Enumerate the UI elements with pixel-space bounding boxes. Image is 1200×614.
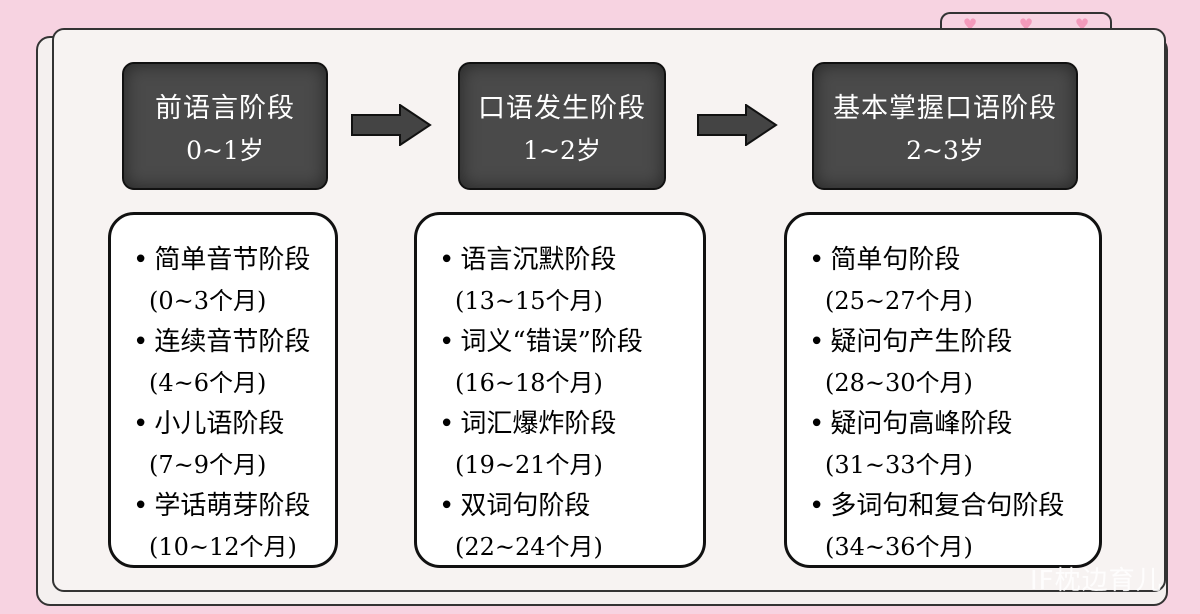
substage-label: 疑问句产生阶段: [809, 321, 1099, 363]
list-item: 语言沉默阶段 (13~15个月): [439, 239, 703, 321]
substage-label: 词义“错误”阶段: [439, 321, 703, 363]
substage-label: 学话萌芽阶段: [133, 485, 335, 527]
stage-age: 2~3岁: [906, 135, 984, 165]
watermark: IF枕边育儿: [1030, 566, 1163, 596]
substage-range: (10~12个月): [149, 533, 297, 561]
list-item: 简单句阶段 (25~27个月): [809, 239, 1099, 321]
list-item: 学话萌芽阶段 (10~12个月): [133, 485, 335, 567]
substage-range: (7~9个月): [149, 451, 267, 479]
substage-label: 简单句阶段: [809, 239, 1099, 281]
substage-range: (13~15个月): [455, 287, 603, 315]
substage-range: (16~18个月): [455, 369, 603, 397]
stage-header-3: 基本掌握口语阶段 2~3岁: [812, 62, 1078, 190]
substage-label: 语言沉默阶段: [439, 239, 703, 281]
substage-range: (19~21个月): [455, 451, 603, 479]
substage-label: 双词句阶段: [439, 485, 703, 527]
list-item: 疑问句高峰阶段 (31~33个月): [809, 403, 1099, 485]
substage-range: (31~33个月): [825, 451, 973, 479]
stage-name: 前语言阶段: [155, 92, 295, 124]
substage-range: (28~30个月): [825, 369, 973, 397]
list-item: 小儿语阶段 (7~9个月): [133, 403, 335, 485]
substage-label: 疑问句高峰阶段: [809, 403, 1099, 445]
list-item: 疑问句产生阶段 (28~30个月): [809, 321, 1099, 403]
stage-header-2: 口语发生阶段 1~2岁: [458, 62, 666, 190]
list-item: 连续音节阶段 (4~6个月): [133, 321, 335, 403]
stage-name: 口语发生阶段: [478, 92, 646, 124]
stage-name: 基本掌握口语阶段: [833, 92, 1057, 124]
substage-range: (25~27个月): [825, 287, 973, 315]
substage-range: (0~3个月): [149, 287, 267, 315]
list-item: 简单音节阶段 (0~3个月): [133, 239, 335, 321]
substage-label: 小儿语阶段: [133, 403, 335, 445]
substage-box-2: 语言沉默阶段 (13~15个月) 词义“错误”阶段 (16~18个月) 词汇爆炸…: [414, 212, 706, 568]
substage-label: 连续音节阶段: [133, 321, 335, 363]
stage-age: 1~2岁: [523, 135, 601, 165]
list-item: 双词句阶段 (22~24个月): [439, 485, 703, 567]
substage-box-3: 简单句阶段 (25~27个月) 疑问句产生阶段 (28~30个月) 疑问句高峰阶…: [784, 212, 1102, 568]
substage-range: (22~24个月): [455, 533, 603, 561]
stage-age: 0~1岁: [186, 135, 264, 165]
arrow-right-icon: [351, 104, 432, 146]
substage-range: (4~6个月): [149, 369, 267, 397]
list-item: 多词句和复合句阶段 (34~36个月): [809, 485, 1099, 567]
arrow-right-icon: [697, 104, 778, 146]
list-item: 词汇爆炸阶段 (19~21个月): [439, 403, 703, 485]
list-item: 词义“错误”阶段 (16~18个月): [439, 321, 703, 403]
substage-label: 多词句和复合句阶段: [809, 485, 1099, 527]
substage-box-1: 简单音节阶段 (0~3个月) 连续音节阶段 (4~6个月) 小儿语阶段 (7~9…: [108, 212, 338, 568]
substage-range: (34~36个月): [825, 533, 973, 561]
stage-header-1: 前语言阶段 0~1岁: [122, 62, 328, 190]
substage-label: 词汇爆炸阶段: [439, 403, 703, 445]
substage-label: 简单音节阶段: [133, 239, 335, 281]
